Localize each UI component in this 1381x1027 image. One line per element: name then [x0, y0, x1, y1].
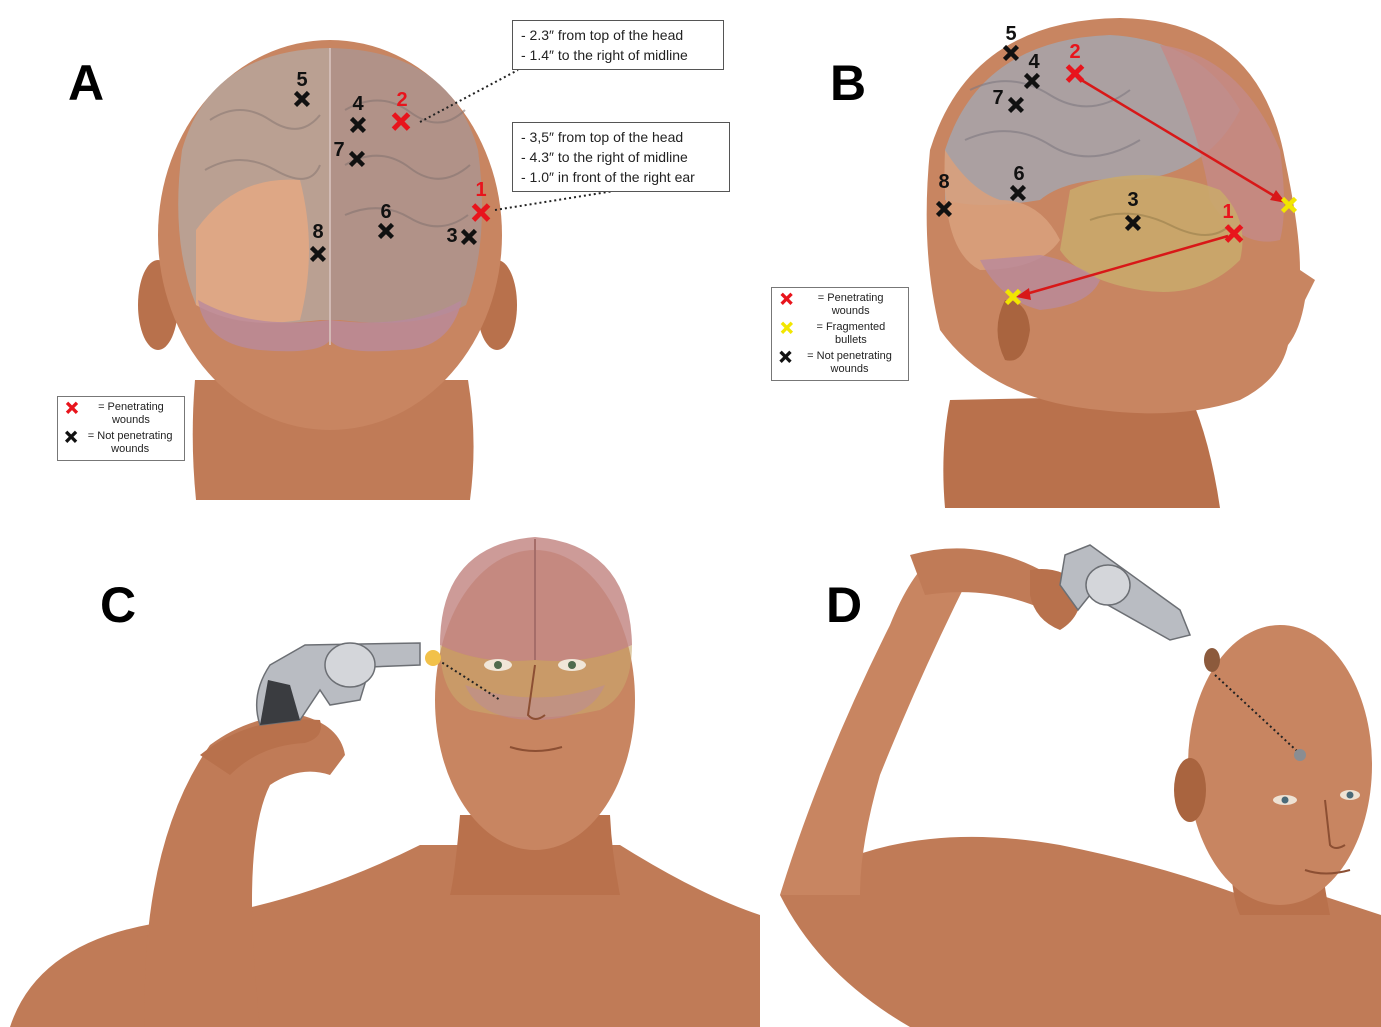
legend-panel-b: ✕ = Penetrating wounds ✕ = Fragmented bu…: [771, 287, 909, 381]
callout-line: - 1.0″ in front of the right ear: [521, 167, 721, 187]
callout-line: - 2.3″ from top of the head: [521, 25, 715, 45]
legend-panel-a: ✕ = Penetrating wounds ✕ = Not penetrati…: [57, 396, 185, 461]
x-red-icon: ✕: [64, 401, 80, 416]
panel-c: C: [0, 515, 760, 1027]
panel-letter-a: A: [68, 58, 104, 108]
x-yellow-icon: ✕: [778, 321, 796, 336]
legend-item: ✕ = Not penetrating wounds: [64, 430, 178, 456]
x-red-icon: ✕: [470, 200, 492, 226]
x-black-icon: ✕: [460, 227, 478, 249]
wound-number: 7: [992, 88, 1003, 108]
wound-number: 1: [475, 180, 486, 200]
callout-line: - 3,5″ from top of the head: [521, 127, 721, 147]
callout-line: - 1.4″ to the right of midline: [521, 45, 715, 65]
panel-letter-d: D: [826, 580, 862, 630]
callout-wound-1: - 3,5″ from top of the head - 4.3″ to th…: [512, 122, 730, 192]
legend-label: = Not penetrating wounds: [797, 350, 902, 376]
x-red-icon: ✕: [1223, 221, 1245, 247]
x-yellow-icon: ✕: [1004, 287, 1022, 309]
x-yellow-icon: ✕: [1280, 195, 1298, 217]
x-red-icon: ✕: [778, 292, 795, 307]
wound-number: 8: [312, 222, 323, 242]
x-black-icon: ✕: [1002, 43, 1020, 65]
x-black-icon: ✕: [349, 115, 367, 137]
x-black-icon: ✕: [293, 89, 311, 111]
panel-d: D: [760, 515, 1381, 1027]
callout-line: - 4.3″ to the right of midline: [521, 147, 721, 167]
wound-number: 4: [352, 94, 363, 114]
x-black-icon: ✕: [935, 199, 953, 221]
x-black-icon: ✕: [377, 221, 395, 243]
legend-item: ✕ = Fragmented bullets: [778, 321, 902, 347]
x-black-icon: ✕: [309, 244, 327, 266]
wound-number: 3: [446, 226, 457, 246]
x-black-icon: ✕: [64, 430, 78, 445]
x-black-icon: ✕: [778, 350, 793, 365]
panel-letter-c: C: [100, 580, 136, 630]
x-black-icon: ✕: [1009, 183, 1027, 205]
x-black-icon: ✕: [1124, 213, 1142, 235]
wound-number: 3: [1127, 190, 1138, 210]
x-black-icon: ✕: [1023, 71, 1041, 93]
panel-a: A - 2.3″ from top of the head - 1.4″ to …: [0, 0, 740, 505]
wound-number: 7: [333, 140, 344, 160]
x-red-icon: ✕: [390, 109, 412, 135]
legend-label: = Fragmented bullets: [800, 321, 902, 347]
legend-item: ✕ = Penetrating wounds: [64, 401, 178, 427]
x-black-icon: ✕: [1007, 95, 1025, 117]
panel-letter-b: B: [830, 58, 866, 108]
legend-label: = Penetrating wounds: [84, 401, 178, 427]
legend-label: = Penetrating wounds: [799, 292, 902, 318]
callout-wound-2: - 2.3″ from top of the head - 1.4″ to th…: [512, 20, 724, 70]
wound-number: 8: [938, 172, 949, 192]
x-red-icon: ✕: [1064, 61, 1086, 87]
panel-b: B 5 ✕ 4 ✕ 2 ✕ 7 ✕ 8 ✕ 6 ✕ 3 ✕ 1 ✕ ✕ ✕ ✕ …: [740, 0, 1381, 510]
legend-item: ✕ = Penetrating wounds: [778, 292, 902, 318]
x-black-icon: ✕: [348, 149, 366, 171]
legend-item: ✕ = Not penetrating wounds: [778, 350, 902, 376]
legend-label: = Not penetrating wounds: [82, 430, 178, 456]
